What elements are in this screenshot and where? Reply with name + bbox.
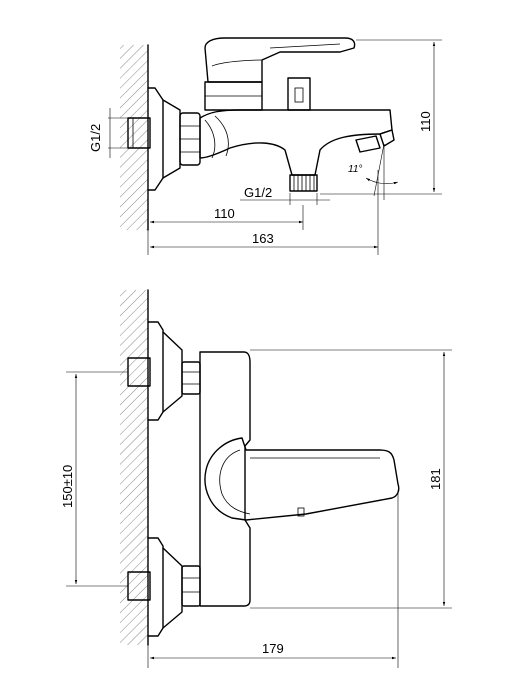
- mixer-body-front: [199, 351, 251, 607]
- mixer-body-side: [199, 109, 393, 176]
- dim-163: 163: [252, 231, 274, 246]
- bottom-thread: [289, 174, 318, 192]
- diverter-knob: [287, 77, 311, 111]
- front-view: 150±10 181 179: [60, 289, 452, 668]
- dim-179: 179: [262, 641, 284, 656]
- angle-label: 11°: [348, 164, 362, 175]
- pipe-stub: [127, 117, 151, 149]
- flange-side: [147, 87, 164, 191]
- spout-outlet: [379, 129, 395, 147]
- dim-181: 181: [428, 468, 443, 490]
- flange-lower: [147, 537, 164, 637]
- dim-110-horizontal: 110: [214, 206, 235, 221]
- thread-left-label: G1/2: [88, 124, 103, 152]
- flange-upper: [147, 321, 164, 421]
- wall-hatch-top: [120, 45, 148, 230]
- handle-lever-front: [204, 437, 400, 521]
- wall-hatch-bottom: [120, 290, 148, 645]
- side-view: 11° G1/2 G1/2 110 163 110: [88, 37, 442, 255]
- thread-bottom-label: G1/2: [244, 185, 272, 200]
- dim-150: 150±10: [60, 465, 75, 508]
- dim-110-vertical: 110: [418, 111, 433, 132]
- handle-lever-side: [204, 37, 356, 83]
